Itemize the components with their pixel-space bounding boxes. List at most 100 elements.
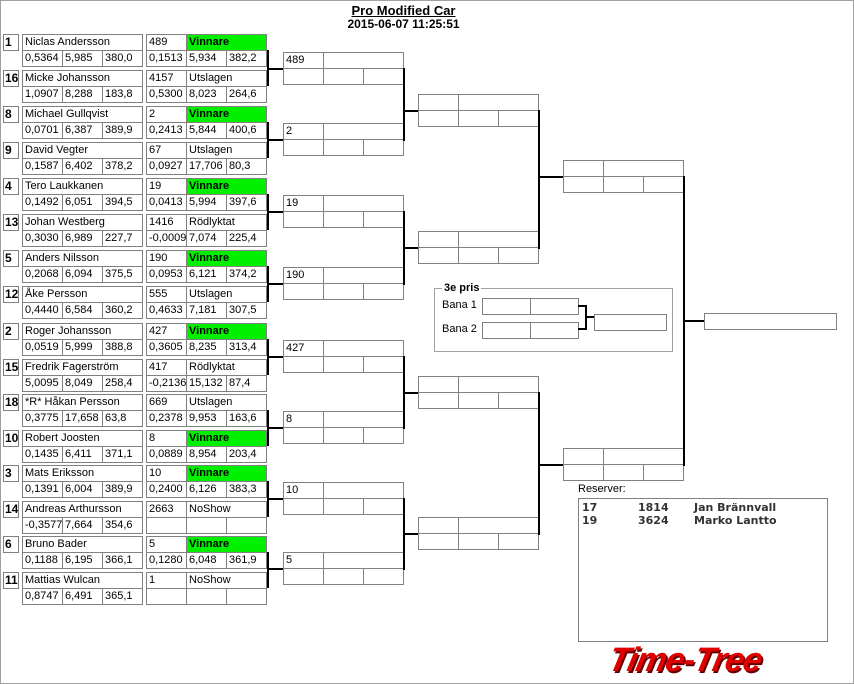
reaction-time: 0,2068 xyxy=(22,266,63,283)
driver-name[interactable]: Mats Eriksson xyxy=(22,465,143,482)
run-speed: 382,2 xyxy=(226,50,267,67)
round3-number xyxy=(418,94,459,111)
round3-time xyxy=(498,533,539,550)
seed-number: 4 xyxy=(3,178,19,195)
lane2-number[interactable] xyxy=(482,322,531,339)
car-number: 417 xyxy=(146,359,187,376)
speed: 394,5 xyxy=(102,194,143,211)
driver-name[interactable]: Mattias Wulcan xyxy=(22,572,143,589)
result-status: Utslagen xyxy=(186,286,267,303)
bracket-connector xyxy=(538,392,540,535)
round3-time xyxy=(458,110,499,127)
speed: 258,4 xyxy=(102,375,143,392)
round3-time xyxy=(418,533,459,550)
round2-status xyxy=(323,267,404,284)
round4-status xyxy=(603,448,684,465)
round4-time xyxy=(603,464,644,481)
lane1-label: Bana 1 xyxy=(442,299,477,311)
driver-name[interactable]: Tero Laukkanen xyxy=(22,178,143,195)
seed-number: 5 xyxy=(3,250,19,267)
reaction-time: 0,1587 xyxy=(22,158,63,175)
driver-name[interactable]: Anders Nilsson xyxy=(22,250,143,267)
driver-name[interactable]: Micke Johansson xyxy=(22,70,143,87)
elapsed-time: 8,288 xyxy=(62,86,103,103)
run-reaction-time: 0,3605 xyxy=(146,339,187,356)
driver-name[interactable]: Johan Westberg xyxy=(22,214,143,231)
run-reaction-time: 0,2378 xyxy=(146,410,187,427)
round2-time xyxy=(283,283,324,300)
car-number: 669 xyxy=(146,394,187,411)
car-number: 2 xyxy=(146,106,187,123)
driver-name[interactable]: Robert Joosten xyxy=(22,430,143,447)
speed: 388,8 xyxy=(102,339,143,356)
round2-car-number[interactable]: 10 xyxy=(283,482,324,499)
round2-car-number[interactable]: 19 xyxy=(283,195,324,212)
round2-car-number[interactable]: 489 xyxy=(283,52,324,69)
driver-name[interactable]: Niclas Andersson xyxy=(22,34,143,51)
round2-time xyxy=(363,356,404,373)
reaction-time: -0,3577 xyxy=(22,517,63,534)
run-reaction-time xyxy=(146,588,187,605)
round2-car-number[interactable]: 427 xyxy=(283,340,324,357)
reaction-time: 0,4440 xyxy=(22,302,63,319)
driver-name[interactable]: Fredrik Fagerström xyxy=(22,359,143,376)
run-reaction-time: 0,1280 xyxy=(146,552,187,569)
result-status: Vinnare xyxy=(186,430,267,447)
bracket-connector xyxy=(403,392,418,394)
elapsed-time: 6,584 xyxy=(62,302,103,319)
speed: 389,9 xyxy=(102,122,143,139)
lane1-number[interactable] xyxy=(482,298,531,315)
car-number: 10 xyxy=(146,465,187,482)
round2-car-number[interactable]: 2 xyxy=(283,123,324,140)
bracket-connector xyxy=(267,427,283,429)
reaction-time: 0,0701 xyxy=(22,122,63,139)
third-place-group xyxy=(434,288,673,352)
round3-status xyxy=(458,376,539,393)
run-reaction-time: -0,0009 xyxy=(146,230,187,247)
driver-name[interactable]: Roger Johansson xyxy=(22,323,143,340)
round3-time xyxy=(418,247,459,264)
round4-status xyxy=(603,160,684,177)
driver-name[interactable]: Michael Gullqvist xyxy=(22,106,143,123)
bracket-connector xyxy=(403,247,418,249)
seed-number: 1 xyxy=(3,34,19,51)
round4-number xyxy=(563,160,604,177)
reserve-pos: 19 xyxy=(582,514,598,527)
bracket-connector xyxy=(538,464,563,466)
bracket-connector xyxy=(683,320,704,322)
driver-name[interactable]: David Vegter xyxy=(22,142,143,159)
bracket-connector xyxy=(403,533,418,535)
round2-status xyxy=(323,52,404,69)
result-status: Utslagen xyxy=(186,394,267,411)
car-number: 427 xyxy=(146,323,187,340)
run-reaction-time: 0,1513 xyxy=(146,50,187,67)
driver-name[interactable]: Bruno Bader xyxy=(22,536,143,553)
run-speed xyxy=(226,517,267,534)
round3-time xyxy=(458,247,499,264)
round2-car-number[interactable]: 8 xyxy=(283,411,324,428)
seed-number: 12 xyxy=(3,286,19,303)
bracket-connector xyxy=(267,283,283,285)
driver-name[interactable]: *R* Håkan Persson xyxy=(22,394,143,411)
result-status: NoShow xyxy=(186,572,267,589)
run-elapsed-time: 8,235 xyxy=(186,339,227,356)
round2-time xyxy=(283,211,324,228)
run-elapsed-time: 8,023 xyxy=(186,86,227,103)
speed: 380,0 xyxy=(102,50,143,67)
result-status: Vinnare xyxy=(186,34,267,51)
bracket-connector xyxy=(267,211,283,213)
round2-car-number[interactable]: 5 xyxy=(283,552,324,569)
run-speed: 307,5 xyxy=(226,302,267,319)
driver-name[interactable]: Åke Persson xyxy=(22,286,143,303)
result-status: Vinnare xyxy=(186,536,267,553)
elapsed-time: 6,195 xyxy=(62,552,103,569)
round2-car-number[interactable]: 190 xyxy=(283,267,324,284)
page-title: Pro Modified Car xyxy=(351,3,456,18)
driver-name[interactable]: Andreas Arthursson xyxy=(22,501,143,518)
run-speed: 87,4 xyxy=(226,375,267,392)
round2-time xyxy=(363,568,404,585)
round3-time xyxy=(498,247,539,264)
round2-time xyxy=(323,498,364,515)
reaction-time: 1,0907 xyxy=(22,86,63,103)
